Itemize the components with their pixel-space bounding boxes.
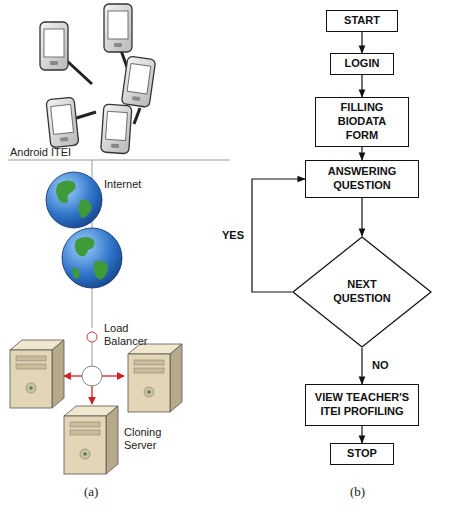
node-text: FILLING BIODATA FORM [322,101,402,142]
node-text: VIEW TEACHER'S ITEI PROFILING [312,391,412,419]
process-box: STOP [330,443,394,465]
panel-caption: (a) [84,484,98,500]
decision-diamond: NEXT QUESTION [292,236,432,348]
node-text: NEXT QUESTION [330,278,395,306]
part-label: Android ITEI [10,146,71,159]
flow-connector [361,75,362,97]
flow-connector [361,198,362,236]
edge-label: YES [220,229,246,242]
flow-connector [361,426,362,443]
node-text: LOGIN [345,57,380,71]
part-label: Cloning Server [124,426,176,452]
process-box: START [326,10,398,32]
part-label: Load Balancer [104,322,156,348]
node-text: START [344,14,380,28]
flow-connector [252,179,305,292]
part-label: Internet [104,178,141,191]
node-text: STOP [347,447,377,461]
panel-caption: (b) [350,484,365,500]
flow-connector [361,348,362,384]
process-box: ANSWERING QUESTION [305,160,419,198]
process-box: VIEW TEACHER'S ITEI PROFILING [305,384,419,426]
node-text: ANSWERING QUESTION [312,165,412,193]
process-box: FILLING BIODATA FORM [315,97,409,147]
flow-connector [361,32,362,53]
process-box: LOGIN [330,53,394,75]
edge-label: NO [370,359,391,372]
flow-connector [361,147,362,160]
